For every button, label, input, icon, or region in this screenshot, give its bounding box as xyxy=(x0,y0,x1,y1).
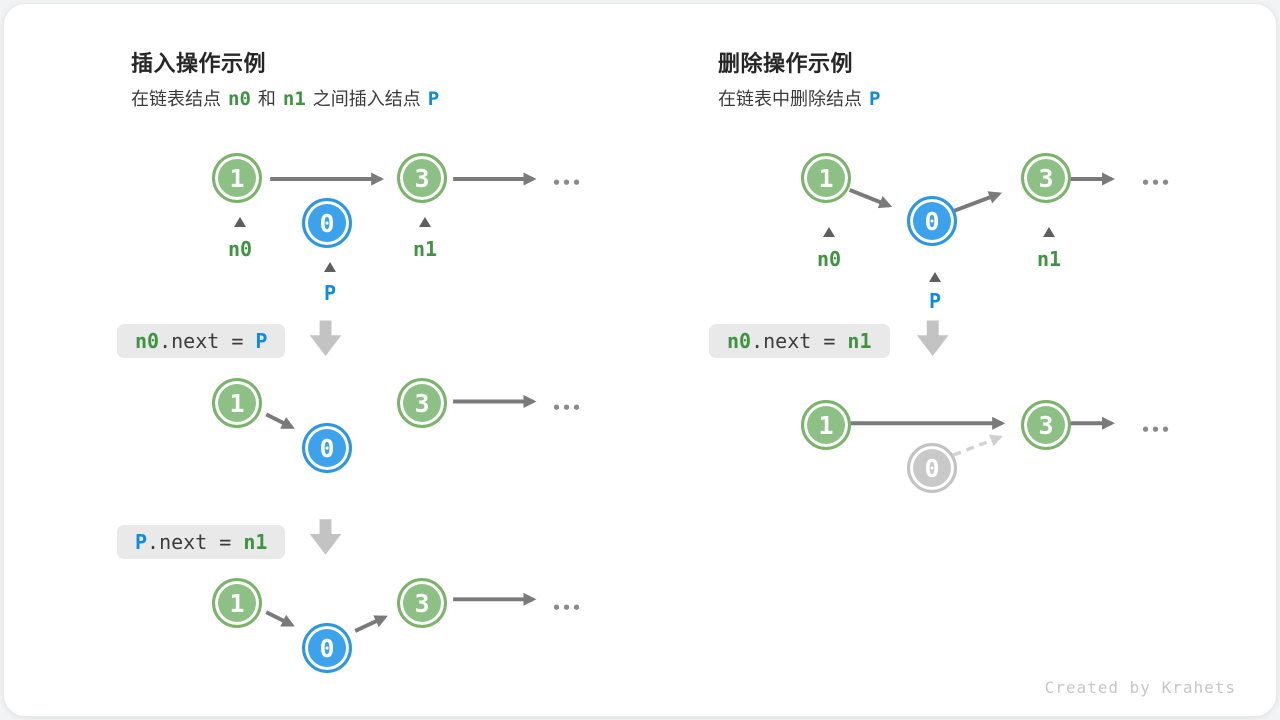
token-p: P xyxy=(427,88,440,110)
credit-text: Created by Krahets xyxy=(1044,678,1236,697)
right-panel-subtitle: 在链表中删除结点 P xyxy=(718,85,887,111)
down-block-arrow-right xyxy=(916,320,949,357)
node-3: 3 xyxy=(1021,400,1071,450)
node-value: 3 xyxy=(414,388,430,418)
up-caret-icon xyxy=(234,217,246,227)
ellipsis: ••• xyxy=(551,399,583,417)
down-block-arrow-left-1 xyxy=(309,320,342,357)
token-n0: n0 xyxy=(228,88,251,110)
diagram-card: 插入操作示例 在链表结点 n0 和 n1 之间插入结点 P 1 3 0 n0 n1 P •… xyxy=(3,3,1277,717)
subtitle-text: 之间插入结点 xyxy=(312,89,421,109)
node-0-delete: 0 xyxy=(907,196,957,246)
code-token: .next = xyxy=(159,329,256,353)
ellipsis: ••• xyxy=(551,174,583,192)
arrow-right-r1-1to0 xyxy=(848,188,893,209)
node-value: 0 xyxy=(319,208,335,238)
ellipsis: ••• xyxy=(551,599,583,617)
code-token: .next = xyxy=(751,329,848,353)
node-value: 1 xyxy=(229,163,245,193)
node-0-new: 0 xyxy=(302,423,352,473)
node-0-new: 0 xyxy=(302,623,352,673)
node-value: 3 xyxy=(414,588,430,618)
pointer-label-n1: n1 xyxy=(1036,247,1062,271)
node-value: 0 xyxy=(924,206,940,236)
arrow-left-r3-0to3 xyxy=(354,615,388,633)
code-token: n1 xyxy=(243,530,268,554)
arrow-left-r2-1to0 xyxy=(265,412,295,430)
subtitle-text: 在链表结点 xyxy=(131,89,221,109)
pointer-label-p: P xyxy=(928,289,942,313)
node-value: 1 xyxy=(229,388,245,418)
node-3: 3 xyxy=(1021,153,1071,203)
up-caret-icon xyxy=(1043,227,1055,237)
code-token: P xyxy=(255,329,268,353)
node-value: 1 xyxy=(229,588,245,618)
token-n1: n1 xyxy=(282,88,306,110)
left-panel-title: 插入操作示例 xyxy=(131,51,267,76)
node-value: 0 xyxy=(319,633,335,663)
node-value: 3 xyxy=(1038,410,1054,440)
node-value: 0 xyxy=(319,433,335,463)
node-value: 3 xyxy=(414,163,430,193)
node-0-removed: 0 xyxy=(907,443,957,493)
up-caret-icon xyxy=(823,227,835,237)
ellipsis: ••• xyxy=(1140,174,1172,192)
arrow-right-r1-0to3 xyxy=(953,191,1003,213)
subtitle-text: 在链表中删除结点 xyxy=(718,89,862,109)
node-1: 1 xyxy=(212,378,262,428)
up-caret-icon xyxy=(324,262,336,272)
subtitle-text: 和 xyxy=(257,89,276,109)
pointer-label-n0: n0 xyxy=(227,237,253,261)
left-panel-subtitle: 在链表结点 n0 和 n1 之间插入结点 P xyxy=(131,85,446,111)
arrow-left-r3-1to0 xyxy=(265,610,295,627)
node-3: 3 xyxy=(397,153,447,203)
pointer-label-p: P xyxy=(323,281,337,305)
up-caret-icon xyxy=(419,217,431,227)
code-token: n1 xyxy=(847,329,872,353)
node-1: 1 xyxy=(801,400,851,450)
code-token: .next = xyxy=(147,530,244,554)
dashed-removed-pointer xyxy=(952,434,1003,457)
node-value: 1 xyxy=(818,163,834,193)
node-1: 1 xyxy=(212,578,262,628)
down-block-arrow-left-2 xyxy=(309,519,342,555)
pointer-label-n0: n0 xyxy=(816,247,842,271)
ellipsis: ••• xyxy=(1140,421,1172,439)
node-value: 3 xyxy=(1038,163,1054,193)
up-caret-icon xyxy=(929,272,941,282)
node-3: 3 xyxy=(397,378,447,428)
code-token: n0 xyxy=(135,329,160,353)
right-panel-title: 删除操作示例 xyxy=(718,51,854,76)
code-token: n0 xyxy=(727,329,752,353)
token-p: P xyxy=(869,88,881,110)
node-value: 0 xyxy=(924,453,940,483)
node-1: 1 xyxy=(801,153,851,203)
code-n0-next-p: n0.next = P xyxy=(117,324,286,358)
pointer-label-n1: n1 xyxy=(412,237,438,261)
node-1: 1 xyxy=(212,153,262,203)
code-token: P xyxy=(135,530,148,554)
code-n0-next-n1: n0.next = n1 xyxy=(709,324,890,358)
node-3: 3 xyxy=(397,578,447,628)
node-0-new: 0 xyxy=(302,198,352,248)
node-value: 1 xyxy=(818,410,834,440)
code-p-next-n1: P.next = n1 xyxy=(117,525,286,559)
